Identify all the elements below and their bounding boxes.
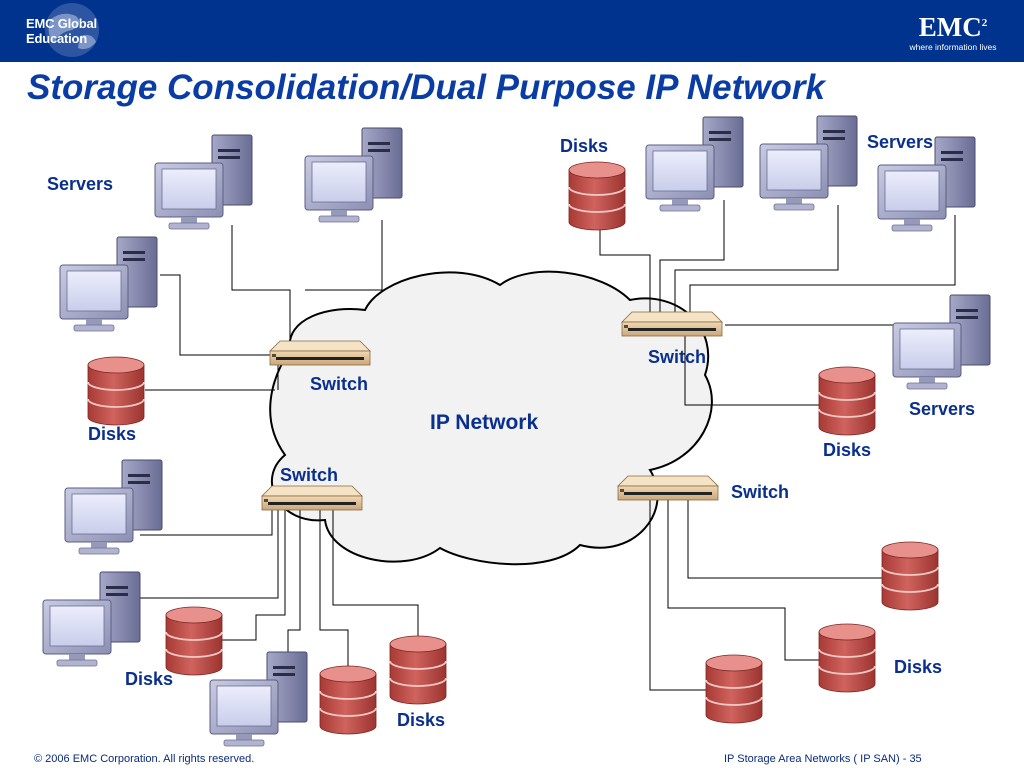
footer-course-page: IP Storage Area Networks ( IP SAN) - 35 bbox=[724, 753, 922, 765]
servers-label-top-left: Servers bbox=[47, 174, 114, 194]
servers-label-top-right: Servers bbox=[867, 132, 934, 152]
disks-label-right: Disks bbox=[823, 440, 872, 460]
disk-stack-icon bbox=[881, 541, 939, 611]
edu-logo-text: EMC Global Education bbox=[26, 16, 97, 46]
connection-lines bbox=[140, 200, 956, 720]
header-bar: EMC Global Education EMC2 where informat… bbox=[0, 0, 1024, 62]
server-computer-icon bbox=[59, 236, 158, 332]
switch-label-right-lower: Switch bbox=[731, 482, 790, 502]
server-computer-icon bbox=[645, 116, 744, 212]
switch-label-left-lower: Switch bbox=[280, 465, 339, 485]
disks-label-top-right: Disks bbox=[560, 136, 609, 156]
emc-logo-superscript: 2 bbox=[981, 17, 988, 29]
server-computer-icon bbox=[892, 294, 991, 390]
emc-logo: EMC2 where information lives bbox=[898, 8, 1008, 56]
switch-label-right-upper: Switch bbox=[648, 347, 707, 367]
network-switch-icon bbox=[621, 311, 723, 337]
disks-label-bottom-left: Disks bbox=[125, 669, 174, 689]
server-computer-icon bbox=[304, 127, 403, 223]
network-switch-icon bbox=[269, 340, 371, 366]
footer-copyright: © 2006 EMC Corporation. All rights reser… bbox=[34, 753, 255, 765]
disk-stack-icon bbox=[165, 606, 223, 676]
switch-label-left-upper: Switch bbox=[310, 374, 369, 394]
disk-stack-icon bbox=[319, 665, 377, 735]
disk-stack-icon bbox=[818, 623, 876, 693]
network-switch-icon bbox=[261, 485, 363, 511]
emc-logo-word: EMC bbox=[918, 12, 982, 42]
disks-label-left: Disks bbox=[88, 424, 137, 444]
server-computer-icon bbox=[42, 571, 141, 667]
emc-global-education-logo: EMC Global Education bbox=[10, 2, 142, 60]
disk-stack-icon bbox=[705, 654, 763, 724]
server-computer-icon bbox=[154, 134, 253, 230]
emc-tagline: where information lives bbox=[909, 42, 997, 52]
network-switch-icon bbox=[617, 475, 719, 501]
servers-label-right: Servers bbox=[909, 399, 976, 419]
disk-stack-icon bbox=[818, 366, 876, 436]
globe-icon bbox=[45, 3, 99, 57]
server-computer-icon bbox=[209, 651, 308, 747]
ip-network-cloud bbox=[269, 270, 713, 566]
disks-label-bottom-center: Disks bbox=[397, 710, 446, 730]
page-title: Storage Consolidation/Dual Purpose IP Ne… bbox=[27, 68, 825, 107]
disks-label-bottom-right: Disks bbox=[894, 657, 943, 677]
disk-stack-icon bbox=[389, 635, 447, 705]
emc-logo-text: EMC2 bbox=[898, 8, 1008, 42]
ip-network-label: IP Network bbox=[430, 411, 539, 434]
disk-stack-icon bbox=[87, 356, 145, 426]
server-computer-icon bbox=[64, 459, 163, 555]
server-computer-icon bbox=[759, 115, 858, 211]
disk-stack-icon bbox=[568, 161, 626, 231]
